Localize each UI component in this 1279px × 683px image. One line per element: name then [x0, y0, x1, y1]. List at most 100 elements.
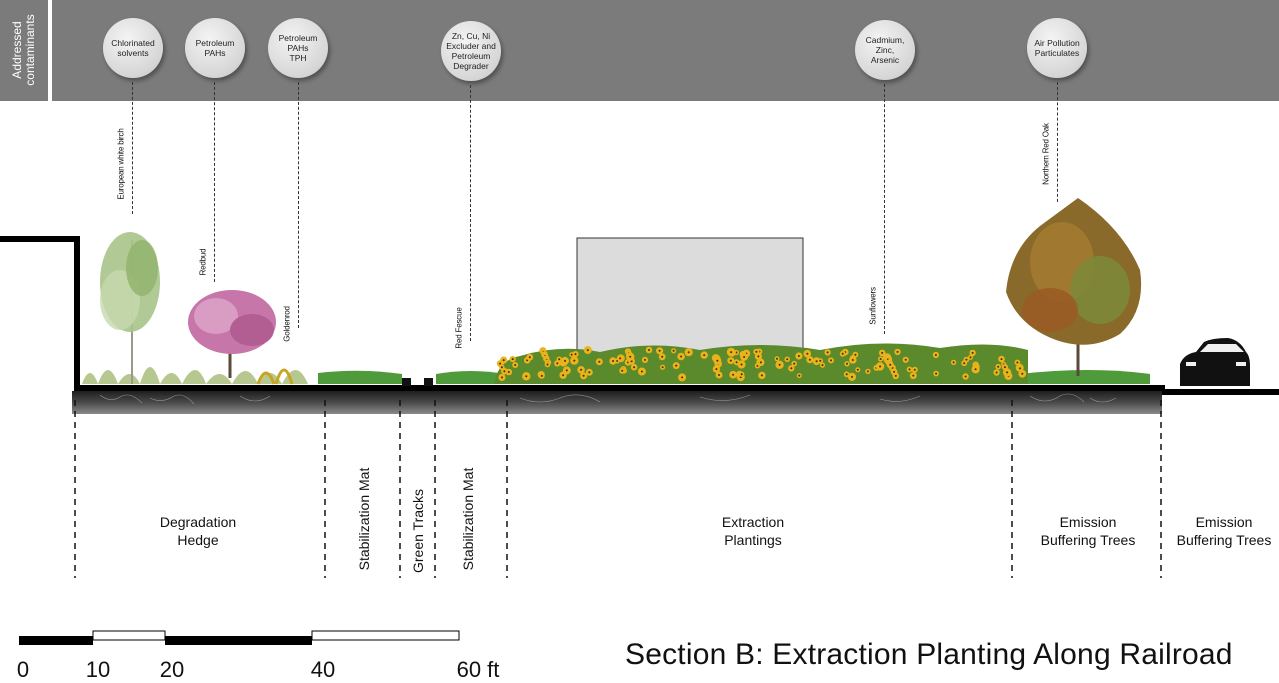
sunflower-center	[797, 355, 800, 357]
sunflower-center	[629, 355, 632, 358]
sunflower-center	[913, 368, 916, 371]
sunflower-center	[851, 375, 853, 378]
sunflower-heads	[496, 346, 1027, 382]
sunflower-center	[672, 349, 675, 352]
sunflower-center	[718, 374, 720, 376]
scale-bar	[19, 630, 460, 645]
sunflower-center	[730, 351, 733, 354]
leader-sunflowers	[884, 84, 885, 334]
sunflower-center	[846, 362, 848, 365]
sunflower-center	[565, 369, 568, 372]
sunflower-center	[598, 360, 601, 363]
sunflower-center	[912, 374, 915, 377]
sunflower-center	[729, 359, 732, 362]
sunflower-center	[971, 351, 974, 354]
zone-stabilization-mat-1: Stabilization Mat	[356, 467, 372, 571]
sunflower-center	[854, 353, 857, 356]
contaminant-petroleum-pahs-tph: Petroleum PAHs TPH	[268, 18, 328, 78]
root-texture	[99, 393, 1117, 405]
sunflower-center	[889, 363, 892, 366]
plant-label-goldenrod: Goldenrod	[282, 306, 292, 342]
sunflower-center	[1019, 367, 1021, 370]
sunflower-center	[790, 367, 793, 370]
sunflower-center	[687, 351, 690, 354]
sunflower-center	[808, 358, 811, 361]
sunflower-center	[658, 349, 661, 352]
sunflower-center	[732, 373, 735, 376]
oak-tree-illustration	[1006, 198, 1142, 376]
leader-goldenrod	[298, 82, 299, 328]
sunflower-center	[856, 368, 859, 371]
sunflower-center	[841, 352, 844, 355]
sunflower-center	[612, 360, 614, 362]
sunflower-center	[502, 359, 505, 362]
sunflower-center	[893, 370, 896, 373]
sunflower-center	[881, 351, 884, 354]
plant-label-oak: Northern Red Oak	[1041, 123, 1051, 185]
leader-redbud	[214, 82, 215, 282]
sunflower-center	[511, 358, 514, 361]
leader-fescue	[470, 85, 471, 341]
sunflower-center	[793, 362, 796, 365]
sunflower-center	[570, 353, 573, 356]
sunflower-center	[715, 368, 718, 371]
zone-emission-buffering-1: Emission Buffering Trees	[1040, 514, 1136, 548]
addressed-contaminants-tag: Addressed contaminants	[0, 0, 48, 101]
sunflower-center	[965, 358, 968, 361]
sunflower-center	[904, 358, 907, 361]
sunflower-center	[648, 349, 650, 351]
sunflower-center	[574, 353, 577, 356]
sunflower-center	[681, 376, 684, 379]
sunflower-center	[500, 366, 503, 369]
sunflower-center	[879, 358, 882, 360]
contaminant-zn-cu-ni: Zn, Cu, Ni Excluder and Petroleum Degrad…	[441, 21, 501, 81]
sunflower-center	[1006, 371, 1009, 374]
scale-tick-60: 60 ft	[456, 657, 500, 682]
sunflower-center	[894, 374, 897, 377]
sunflower-center	[826, 351, 829, 354]
sunflower-center	[995, 371, 998, 374]
sunflower-center	[740, 373, 743, 376]
sunflower-center	[1016, 361, 1019, 364]
sunflower-center	[507, 371, 510, 373]
sunflower-center	[815, 360, 818, 363]
sunflower-center	[969, 356, 972, 359]
sunflower-center	[964, 375, 967, 378]
sunflower-center	[503, 370, 506, 373]
grass-layer	[82, 367, 1150, 385]
zone-green-tracks: Green Tracks	[410, 488, 426, 574]
section-caption: Section B: Extraction Planting Along Rai…	[625, 638, 1233, 671]
sunflower-center	[556, 362, 559, 365]
sunflower-center	[806, 352, 809, 355]
sunflower-center	[934, 354, 937, 356]
leader-oak	[1057, 82, 1058, 202]
ground-line	[0, 236, 1165, 391]
scale-tick-10: 10	[85, 657, 111, 682]
contaminant-petroleum-pahs: Petroleum PAHs	[185, 18, 245, 78]
sunflower-center	[580, 368, 583, 371]
sunflower-center	[525, 375, 528, 378]
sunflower-center	[661, 355, 664, 358]
rail-right	[424, 378, 433, 386]
sunflower-center	[1021, 372, 1024, 375]
sunflower-center	[619, 357, 622, 360]
plant-label-redbud: Redbud	[198, 248, 208, 276]
sunflower-center	[755, 350, 758, 353]
sunflower-center	[661, 366, 664, 369]
sunflower-center	[740, 363, 743, 366]
sunflower-center	[896, 350, 899, 353]
sunflower-center	[760, 374, 763, 377]
sunflower-center	[573, 359, 576, 362]
leader-birch	[132, 82, 133, 214]
rail-left	[402, 378, 411, 386]
scale-tick-0: 0	[16, 657, 30, 682]
sunflower-center	[514, 364, 517, 366]
plant-label-sunflowers: Sunflowers	[868, 287, 878, 325]
sunflower-center	[1000, 358, 1003, 361]
zone-extraction-plantings: Extraction Plantings	[721, 514, 785, 548]
sunflower-center	[935, 372, 938, 375]
sunflower-center	[845, 373, 848, 376]
sunflower-center	[778, 363, 781, 366]
sunflower-center	[588, 371, 591, 374]
